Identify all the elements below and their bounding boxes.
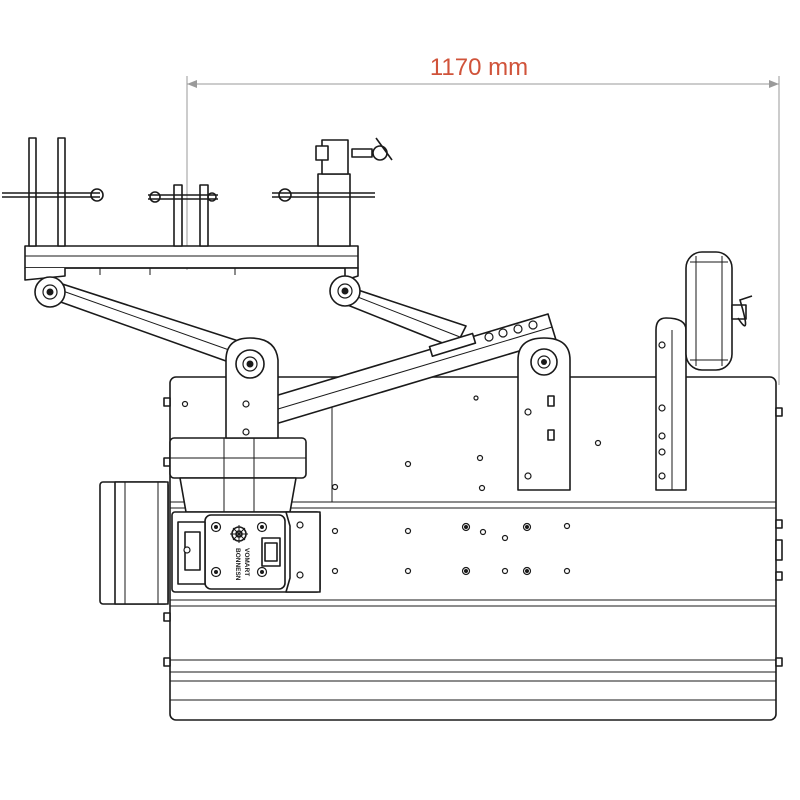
depth-wheel bbox=[655, 251, 753, 491]
mount-brackets bbox=[225, 337, 571, 491]
hitch-crossbar bbox=[24, 245, 359, 269]
gearbox bbox=[169, 437, 307, 513]
gear-logo-icon bbox=[230, 525, 248, 543]
lift-arms bbox=[34, 275, 557, 429]
dimension-label: 1170 mm bbox=[430, 54, 528, 81]
dimension-arrow-right-icon bbox=[769, 80, 779, 88]
dimension-annotation: 1170 mm bbox=[186, 54, 780, 385]
gearbox-plate: BONNESN VOMART bbox=[171, 511, 321, 593]
logo-text-line1: BONNESN bbox=[234, 548, 241, 581]
drive-cover bbox=[99, 481, 169, 605]
dimension-arrow-left-icon bbox=[187, 80, 197, 88]
logo-text-line2: VOMART bbox=[243, 548, 250, 576]
hitch-frame bbox=[2, 137, 393, 281]
